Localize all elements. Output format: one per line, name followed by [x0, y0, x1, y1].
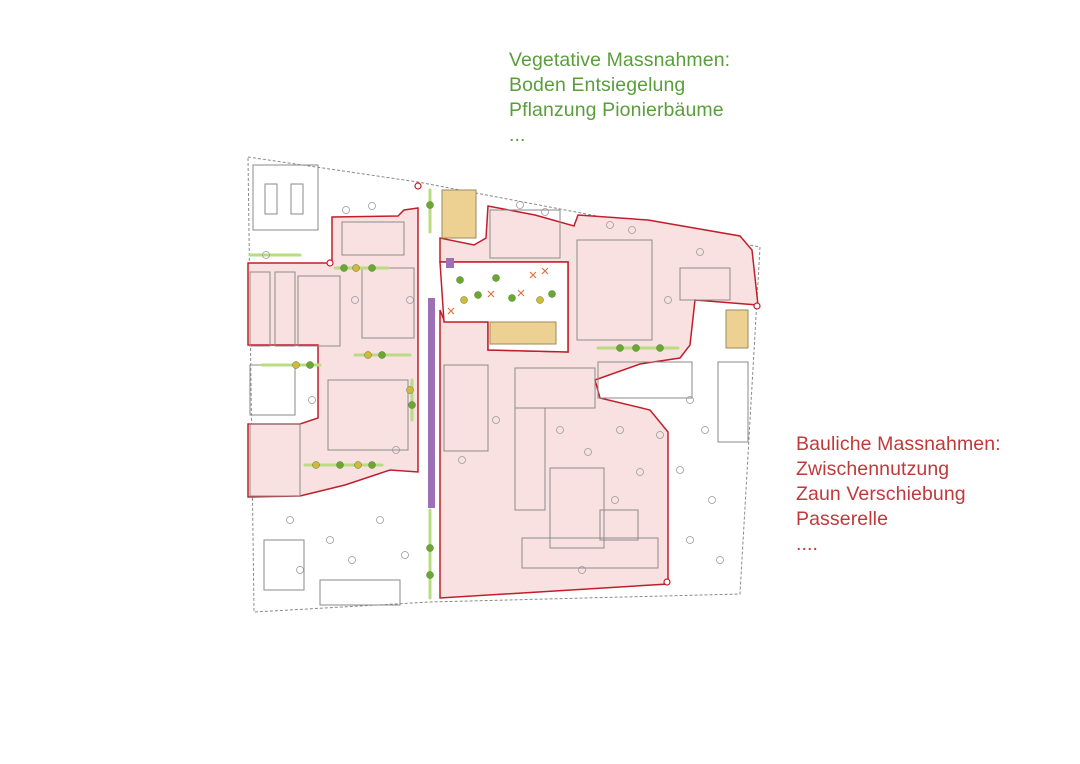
fence-node-icon — [414, 182, 422, 190]
new-tree-icon — [354, 461, 362, 469]
buildings — [249, 164, 749, 606]
legend-bau-ellipsis: .... — [796, 533, 819, 555]
existing-tree-icon — [342, 206, 350, 214]
passerelle — [428, 258, 454, 508]
existing-tree-icon — [351, 296, 359, 304]
existing-tree-icon — [308, 396, 316, 404]
legend-bau-heading: Bauliche Massnahmen: — [796, 433, 1001, 455]
new-tree-icon — [426, 201, 434, 209]
existing-tree-icon — [676, 466, 684, 474]
new-trees — [292, 201, 664, 579]
legend-bau-item-passerelle: Passerelle — [796, 508, 889, 530]
legend-construction-measures: Bauliche Massnahmen: Zwischennutzung Zau… — [796, 432, 1001, 557]
existing-tree-icon — [628, 226, 636, 234]
new-tree-icon — [408, 401, 416, 409]
new-tree-icon — [508, 294, 516, 302]
new-tree-icon — [340, 264, 348, 272]
fence-node-icon — [753, 302, 761, 310]
existing-tree-icon — [348, 556, 356, 564]
legend-veg-item-soil-unsealing: Boden Entsiegelung — [509, 74, 686, 96]
new-tree-icon — [548, 290, 556, 298]
zone-west — [247, 207, 419, 498]
existing-tree-icon — [376, 516, 384, 524]
existing-tree-icon — [578, 566, 586, 574]
existing-tree-icon — [664, 296, 672, 304]
existing-tree-icon — [716, 556, 724, 564]
new-tree-icon — [492, 274, 500, 282]
new-tree-icon — [306, 361, 314, 369]
new-tree-icon — [474, 291, 482, 299]
tree-removal-cross-icon — [517, 289, 525, 297]
existing-tree-icon — [368, 202, 376, 210]
existing-tree-icon — [696, 248, 704, 256]
new-tree-icon — [312, 461, 320, 469]
site-outline — [247, 156, 761, 613]
tree-removal-cross-icon — [487, 290, 495, 298]
existing-tree-icon — [262, 251, 270, 259]
existing-tree-icon — [701, 426, 709, 434]
legend-veg-item-pioneer-trees: Pflanzung Pionierbäume — [509, 99, 724, 121]
tree-removal-cross-icon — [447, 307, 455, 315]
tree-removal-cross-icon — [541, 267, 549, 275]
existing-tree-icon — [406, 296, 414, 304]
legend-bau-item-interim-use: Zwischennutzung — [796, 458, 950, 480]
fence-node-icon — [663, 578, 671, 586]
existing-tree-icon — [492, 416, 500, 424]
existing-tree-icon — [458, 456, 466, 464]
new-tree-icon — [536, 296, 544, 304]
existing-tree-icon — [584, 448, 592, 456]
existing-tree-icon — [401, 551, 409, 559]
new-tree-icon — [426, 571, 434, 579]
new-tree-icon — [352, 264, 360, 272]
existing-tree-icon — [326, 536, 334, 544]
new-tree-icon — [406, 386, 414, 394]
existing-tree-icon — [611, 496, 619, 504]
new-tree-icon — [378, 351, 386, 359]
existing-tree-icon — [656, 431, 664, 439]
new-tree-icon — [426, 544, 434, 552]
new-tree-icon — [616, 344, 624, 352]
intervention-zones — [247, 205, 759, 599]
existing-tree-icon — [616, 426, 624, 434]
new-tree-icon — [368, 461, 376, 469]
legend-veg-ellipsis: ... — [509, 124, 526, 146]
new-tree-icon — [456, 276, 464, 284]
legend-vegetative-measures: Vegetative Massnahmen: Boden Entsiegelun… — [509, 48, 730, 148]
existing-tree-icon — [606, 221, 614, 229]
existing-tree-icon — [636, 468, 644, 476]
existing-tree-icon — [516, 201, 524, 209]
existing-tree-icon — [541, 208, 549, 216]
existing-tree-icon — [392, 446, 400, 454]
tree-removal-crosses — [447, 267, 549, 315]
new-tree-icon — [632, 344, 640, 352]
tree-removal-cross-icon — [529, 271, 537, 279]
existing-tree-icon — [556, 426, 564, 434]
existing-tree-icon — [296, 566, 304, 574]
legend-veg-heading: Vegetative Massnahmen: — [509, 49, 731, 71]
existing-tree-icon — [686, 536, 694, 544]
new-tree-icon — [368, 264, 376, 272]
existing-tree-icon — [708, 496, 716, 504]
new-tree-icon — [364, 351, 372, 359]
new-tree-icon — [656, 344, 664, 352]
legend-bau-item-fence-shift: Zaun Verschiebung — [796, 483, 966, 505]
fence-node-icon — [326, 259, 334, 267]
existing-tree-icon — [286, 516, 294, 524]
new-tree-icon — [336, 461, 344, 469]
existing-trees — [262, 201, 724, 574]
new-tree-icon — [292, 361, 300, 369]
new-tree-icon — [460, 296, 468, 304]
fence-nodes — [326, 182, 761, 586]
temporary-use-areas — [441, 189, 749, 349]
existing-tree-icon — [686, 396, 694, 404]
